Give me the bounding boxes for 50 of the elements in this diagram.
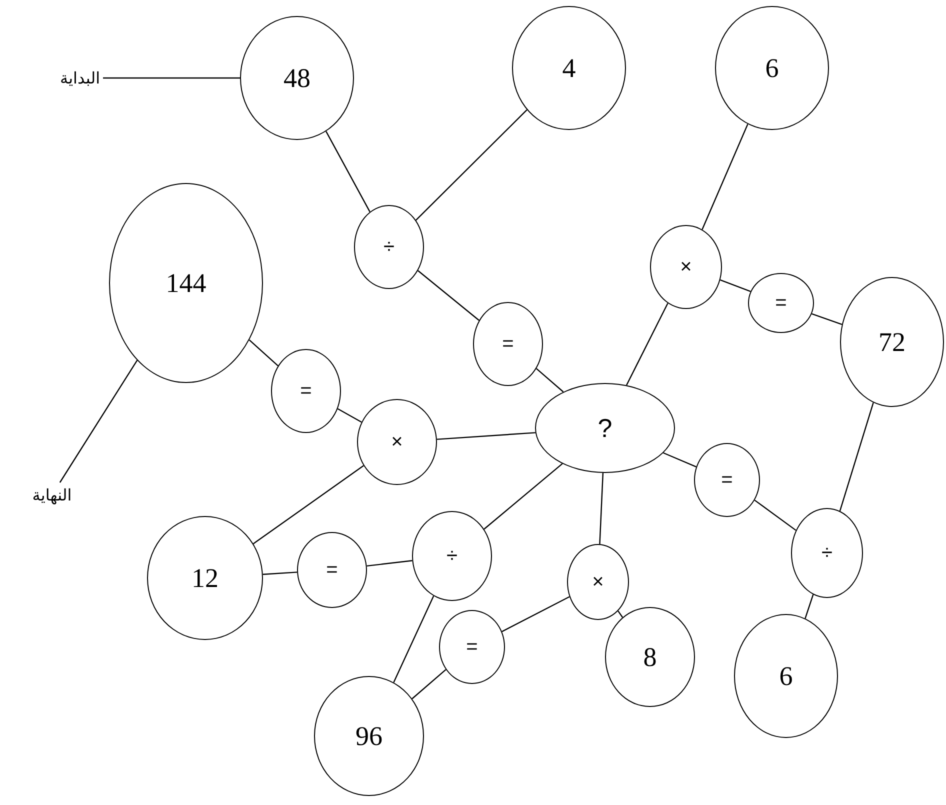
connector-line [253,465,364,544]
operator-circle: ÷ [791,508,863,598]
connector-line [337,408,362,423]
operator-circle: = [297,532,367,608]
connector-line [812,313,842,325]
text-label: النهاية [32,486,72,504]
connector-line [436,432,536,440]
connector-line [663,452,696,468]
connector-line [366,560,412,567]
connector-line [103,77,240,79]
text-label: البداية [60,68,100,88]
connector-line [59,360,138,483]
operator-circle: × [650,225,722,309]
number-circle: 12 [147,516,263,640]
connector-line [536,368,564,392]
connector-line [262,572,298,575]
operator-circle: = [271,349,341,433]
connector-line [618,610,624,618]
number-circle: 6 [715,6,829,130]
connector-line [416,109,528,221]
connector-line [248,340,278,366]
number-circle: 4 [512,6,626,130]
operator-circle: = [439,610,505,684]
operator-circle: = [473,302,543,386]
connector-line [412,669,446,700]
number-circle: 144 [109,183,263,383]
connector-line [839,402,874,512]
number-circle: 48 [240,16,354,140]
connector-line [393,596,434,683]
operator-circle: = [748,273,814,333]
operator-circle: ÷ [354,205,424,289]
connector-line [702,124,748,230]
operator-circle: × [567,544,629,620]
connector-line [484,463,563,530]
operator-circle: = [694,443,760,517]
number-circle: 96 [314,676,424,796]
connector-line [599,472,604,544]
connector-line [720,279,751,292]
connector-line [418,270,480,321]
number-circle: 6 [734,614,838,738]
connector-line [502,596,570,632]
operator-circle: × [357,399,437,485]
connector-line [326,131,370,212]
number-circle: 8 [605,607,695,707]
question-ellipse: ? [535,383,675,473]
connector-line [754,500,796,531]
operator-circle: ÷ [412,511,492,601]
number-circle: 72 [840,277,944,407]
connector-line [804,594,814,619]
connector-line [626,302,668,386]
